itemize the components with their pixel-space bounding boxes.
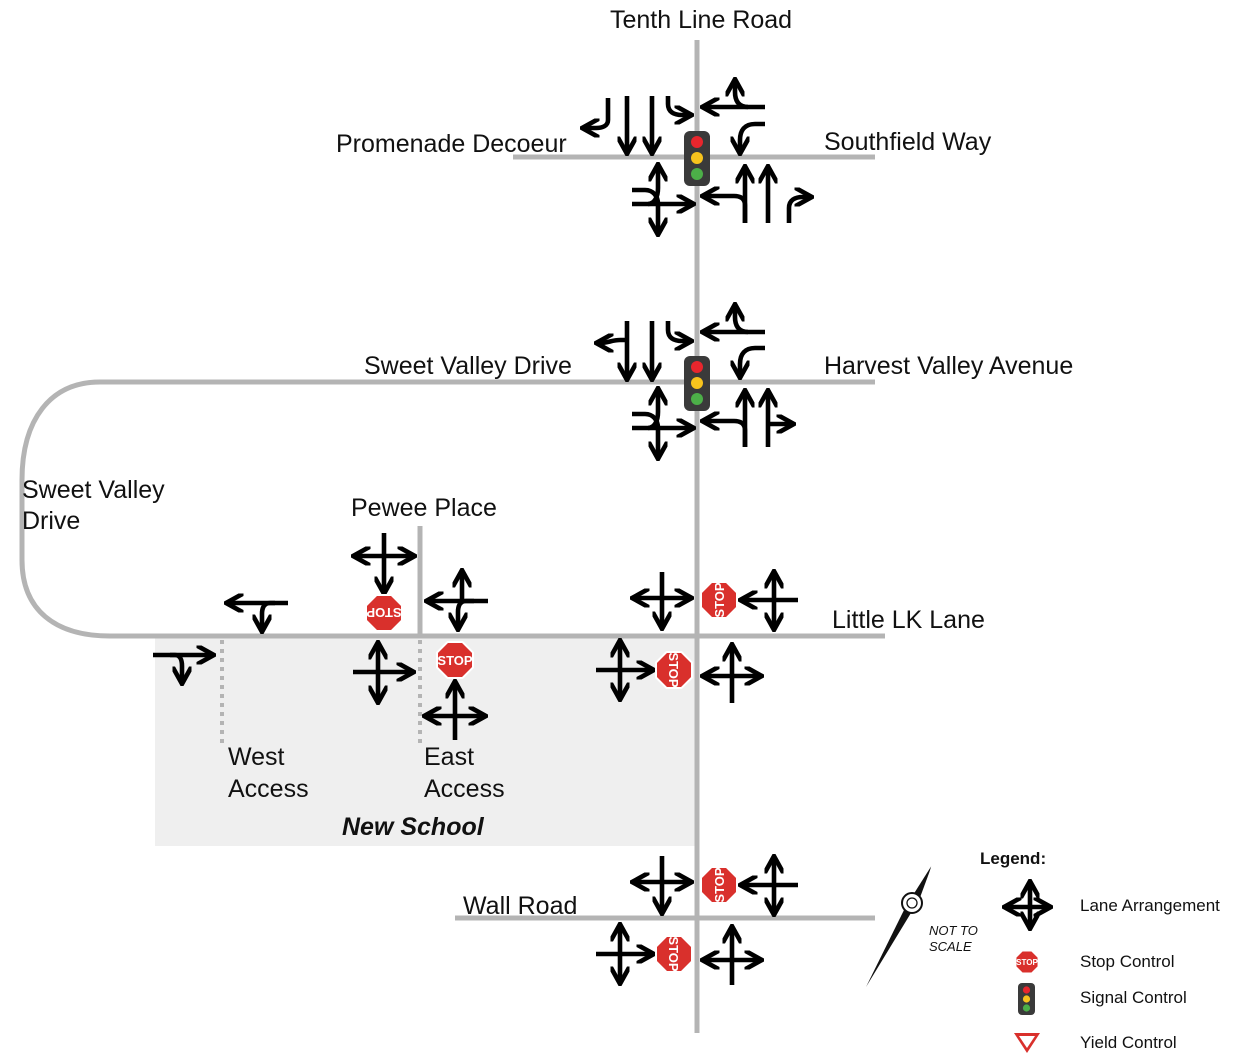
southfield-way-label: Southfield Way bbox=[824, 128, 992, 156]
lane-arrangement-icon bbox=[1008, 885, 1047, 925]
stop-sign-icon: STOP bbox=[700, 581, 738, 619]
north-arrow-icon: NOT TO SCALE bbox=[866, 864, 978, 987]
little-lk-lane-label: Little LK Lane bbox=[832, 606, 985, 634]
intersection-tenth-promenade bbox=[586, 83, 808, 231]
northbound-lane-arrows-1 bbox=[706, 170, 808, 223]
intersection-tenth-little-lk: STOP STOP bbox=[596, 572, 798, 703]
northbound-lane-arrows-3 bbox=[706, 648, 758, 703]
little-lk-westbound-arrows-west bbox=[230, 603, 288, 628]
sweet-valley-loop-road bbox=[19, 379, 885, 639]
northbound-lane-arrows-4 bbox=[706, 930, 758, 985]
stop-sign-icon: STOP bbox=[700, 866, 738, 904]
legend-item-yield-control: Yield Control bbox=[1080, 1033, 1177, 1052]
westbound-lane-arrows-2 bbox=[706, 308, 765, 374]
southbound-lane-arrows-1 bbox=[586, 96, 688, 150]
sweet-valley-loop-label-line1: Sweet Valley bbox=[22, 476, 165, 504]
svg-text:STOP: STOP bbox=[437, 653, 472, 668]
traffic-signal-icon bbox=[1018, 983, 1035, 1015]
east-access-label-line2: Access bbox=[424, 775, 505, 803]
stop-sign-icon: STOP bbox=[655, 935, 693, 973]
tenth-line-road-label: Tenth Line Road bbox=[610, 6, 792, 34]
westbound-lane-arrows-1 bbox=[706, 83, 765, 150]
legend-item-signal-control: Signal Control bbox=[1080, 988, 1187, 1007]
pewee-southbound-arrows bbox=[357, 533, 411, 590]
little-lk-westbound-arrows-pewee bbox=[430, 574, 488, 626]
east-access-northbound-arrows bbox=[428, 685, 482, 740]
eastbound-lane-arrows-3 bbox=[596, 644, 650, 696]
svg-text:STOP: STOP bbox=[1016, 958, 1038, 967]
legend-title: Legend: bbox=[980, 849, 1046, 868]
new-school-label: New School bbox=[342, 813, 485, 841]
eastbound-lane-arrows-4 bbox=[596, 928, 650, 980]
eastbound-lane-arrows-2 bbox=[632, 392, 690, 455]
legend: Legend: Lane Arrangement STOP Stop Contr… bbox=[980, 849, 1220, 1053]
svg-text:STOP: STOP bbox=[712, 582, 727, 617]
not-to-scale-label-line2: SCALE bbox=[929, 939, 972, 954]
not-to-scale-label-line1: NOT TO bbox=[929, 923, 978, 938]
eastbound-lane-arrows-1 bbox=[632, 168, 690, 231]
legend-item-lane-arrangement: Lane Arrangement bbox=[1080, 896, 1220, 915]
intersection-pewee-accesses: STOP STOP bbox=[153, 533, 488, 740]
yield-sign-icon bbox=[1014, 1033, 1040, 1053]
harvest-valley-avenue-label: Harvest Valley Avenue bbox=[824, 352, 1073, 380]
wall-road-label: Wall Road bbox=[463, 892, 577, 920]
sweet-valley-drive-label: Sweet Valley Drive bbox=[364, 352, 572, 380]
little-lk-eastbound-arrows-west bbox=[153, 655, 210, 680]
southbound-lane-arrows-4 bbox=[636, 856, 688, 910]
west-access-label-line1: West bbox=[228, 743, 285, 771]
southbound-lane-arrows-3 bbox=[636, 572, 688, 625]
svg-text:STOP: STOP bbox=[712, 867, 727, 902]
stop-sign-icon: STOP bbox=[365, 594, 403, 632]
traffic-signal-icon bbox=[684, 131, 710, 186]
southbound-lane-arrows-2 bbox=[600, 321, 688, 376]
little-lk-eastbound-arrows-pewee bbox=[353, 646, 410, 699]
west-access-label-line2: Access bbox=[228, 775, 309, 803]
traffic-signal-icon bbox=[684, 356, 710, 411]
east-access-label-line1: East bbox=[424, 743, 474, 771]
svg-text:STOP: STOP bbox=[666, 936, 681, 971]
svg-text:STOP: STOP bbox=[366, 605, 401, 620]
stop-sign-icon: STOP bbox=[655, 651, 693, 689]
westbound-lane-arrows-4 bbox=[744, 860, 798, 911]
northbound-lane-arrows-2 bbox=[706, 394, 790, 447]
sweet-valley-loop-label-line2: Drive bbox=[22, 507, 80, 535]
stop-sign-icon: STOP bbox=[1015, 950, 1039, 974]
legend-item-stop-control: Stop Control bbox=[1080, 952, 1175, 971]
stop-sign-icon: STOP bbox=[436, 641, 474, 679]
svg-text:STOP: STOP bbox=[666, 652, 681, 687]
intersection-tenth-sweet-valley bbox=[600, 308, 790, 455]
promenade-decoeur-label: Promenade Decoeur bbox=[336, 130, 567, 158]
intersection-tenth-wall: STOP STOP bbox=[596, 856, 798, 985]
pewee-place-label: Pewee Place bbox=[351, 494, 497, 522]
westbound-lane-arrows-3 bbox=[744, 575, 798, 626]
